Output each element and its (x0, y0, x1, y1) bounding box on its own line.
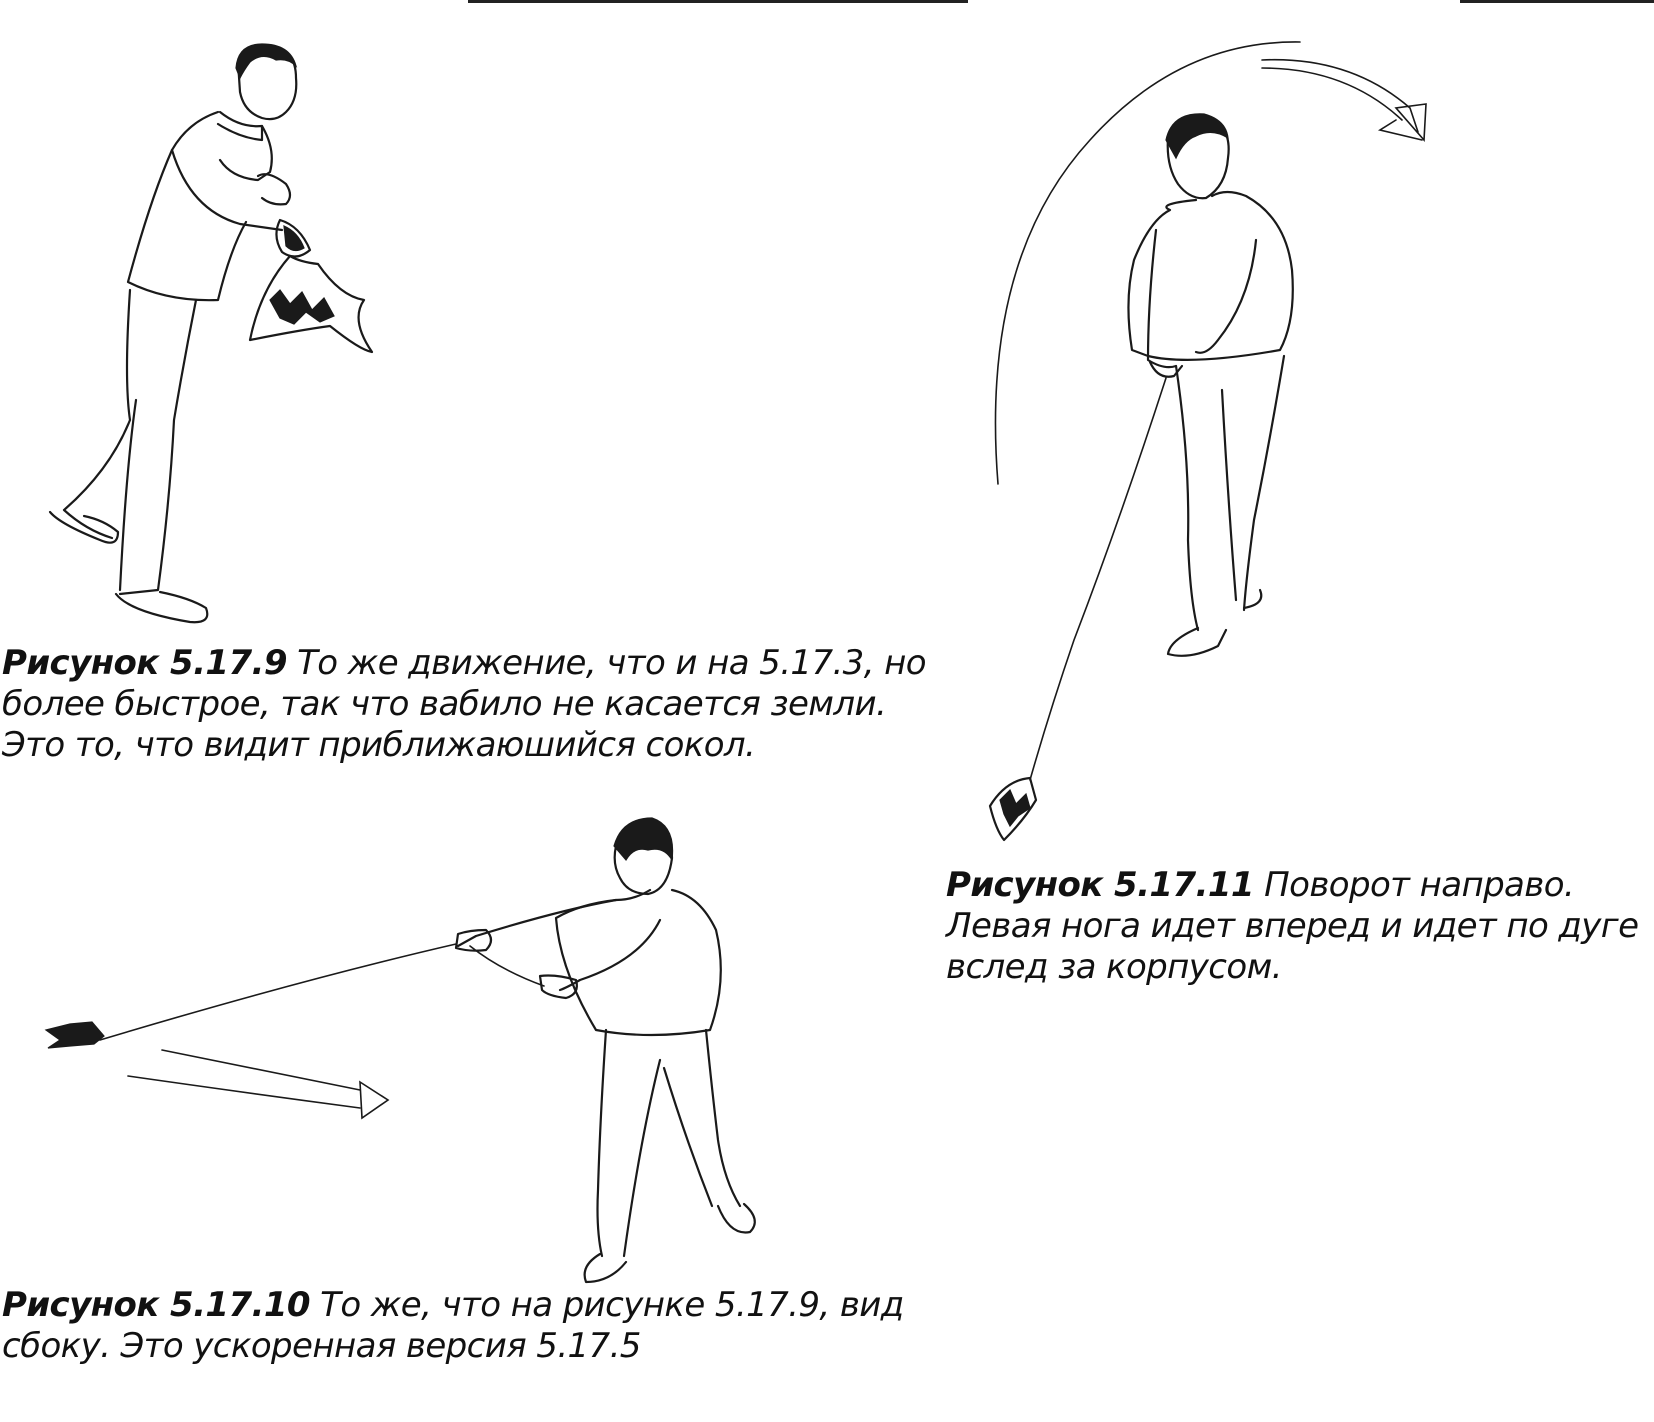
top-rule-right (1460, 0, 1654, 3)
caption-line: То же движение, что и на 5.17.3, но (297, 643, 926, 683)
caption-line: Это то, что видит приближаюшийся сокол. (2, 725, 756, 765)
figure-5-17-11-drawing (988, 41, 1427, 842)
figure-number: Рисунок 5.17.11 (946, 865, 1255, 905)
caption-figure-5-17-11: Рисунок 5.17.11 Поворот направо. Левая н… (946, 865, 1639, 988)
caption-line: более быстрое, так что вабило не касаетс… (2, 684, 887, 724)
caption-figure-5-17-9: Рисунок 5.17.9 То же движение, что и на … (2, 643, 927, 766)
figure-number: Рисунок 5.17.9 (2, 643, 287, 683)
top-rule-left (468, 0, 968, 3)
caption-line: сбоку. Это ускоренная версия 5.17.5 (2, 1326, 641, 1366)
caption-figure-5-17-10: Рисунок 5.17.10 То же, что на рисунке 5.… (2, 1285, 904, 1367)
caption-line: Левая нога идет вперед и идет по дуге (946, 906, 1639, 946)
caption-line: вслед за корпусом. (946, 947, 1282, 987)
caption-line: Поворот направо. (1264, 865, 1575, 905)
caption-line: То же, что на рисунке 5.17.9, вид (320, 1285, 904, 1325)
figure-5-17-10-drawing (44, 817, 756, 1284)
figure-number: Рисунок 5.17.10 (2, 1285, 311, 1325)
figure-5-17-9-drawing (48, 43, 374, 624)
